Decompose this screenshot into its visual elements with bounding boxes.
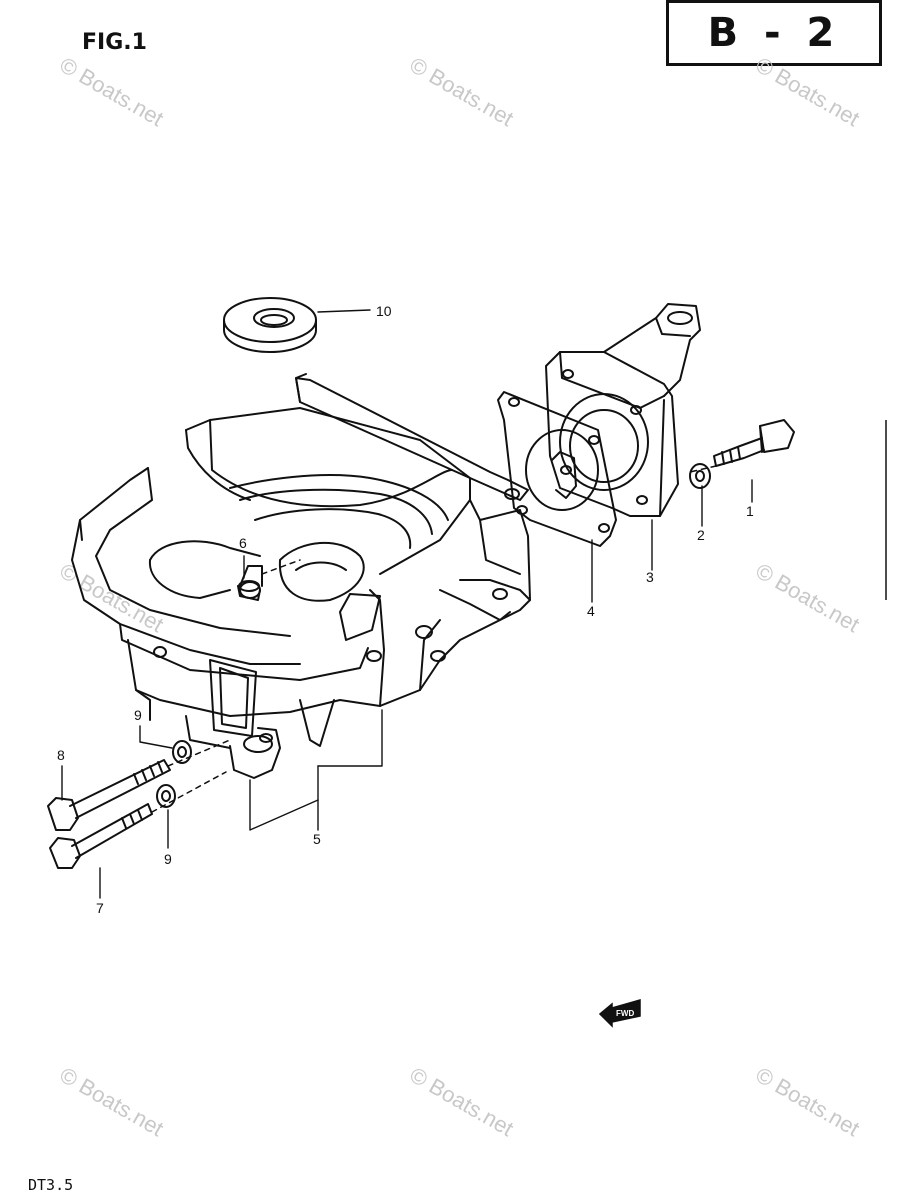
bolt-part-1 <box>713 419 795 467</box>
bearing-housing-part-3 <box>545 303 701 517</box>
assembly-lines <box>151 465 717 813</box>
callout-1: 1 <box>746 503 754 519</box>
callout-10: 10 <box>376 303 392 319</box>
bolt-part-7 <box>49 803 153 869</box>
washer-part-9-upper <box>172 740 192 764</box>
figure-title: FIG.1 <box>82 30 147 55</box>
section-box: B - 2 <box>666 0 882 66</box>
oil-seal-part-10 <box>223 297 317 353</box>
callout-8: 8 <box>57 747 65 763</box>
callout-4: 4 <box>587 603 595 619</box>
section-label: B - 2 <box>707 10 841 56</box>
fwd-label: FWD <box>616 1009 634 1018</box>
gasket-part-4 <box>497 391 617 547</box>
callout-9-upper: 9 <box>134 707 142 723</box>
washer-part-9-lower <box>156 784 176 808</box>
forward-arrow-icon: FWD <box>598 999 641 1028</box>
washer-part-2 <box>689 463 711 489</box>
callout-3: 3 <box>646 569 654 585</box>
dowel-pin-part-6 <box>237 580 261 601</box>
model-label: DT3.5 <box>28 1176 74 1194</box>
callout-6: 6 <box>239 535 247 551</box>
callout-5: 5 <box>313 831 321 847</box>
callout-7: 7 <box>96 900 104 916</box>
crankcase-housing-part-5 <box>71 373 531 779</box>
bolt-part-8 <box>47 759 171 831</box>
leader-lines <box>61 309 753 899</box>
callout-9-lower: 9 <box>164 851 172 867</box>
callout-2: 2 <box>697 527 705 543</box>
